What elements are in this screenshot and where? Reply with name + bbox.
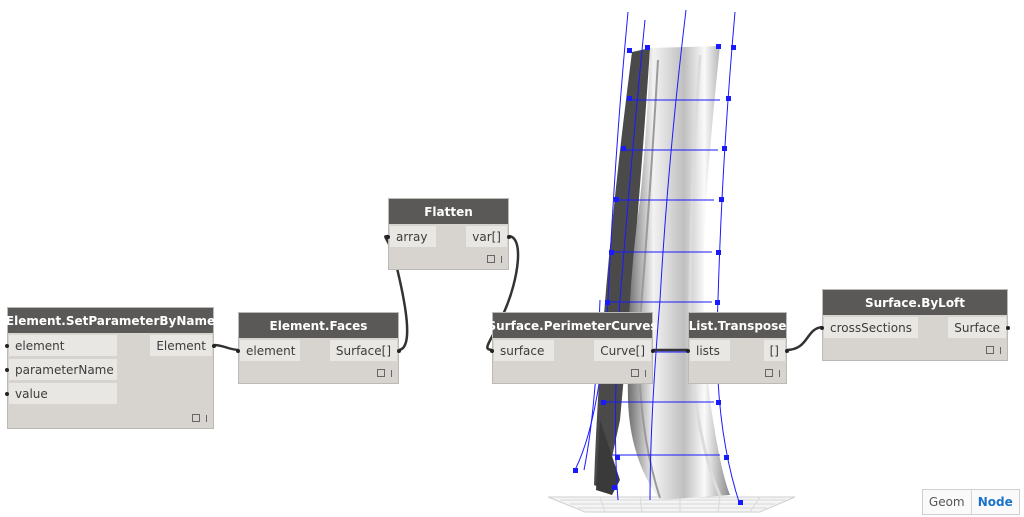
output-port-curve-list[interactable]: Curve[] — [594, 340, 651, 361]
input-port-array[interactable]: array — [390, 226, 436, 247]
info-icon — [1000, 346, 1001, 354]
node-list-transpose[interactable]: List.Transpose lists [] — [686, 312, 789, 384]
node-footer — [377, 369, 392, 377]
input-connector[interactable] — [820, 326, 824, 330]
wire-transpose-byloft — [785, 325, 825, 352]
input-connector[interactable] — [5, 344, 9, 348]
preview-toggle-icon[interactable] — [377, 369, 385, 377]
output-port-surface-list[interactable]: Surface[] — [329, 340, 397, 361]
geom-view-button[interactable]: Geom — [928, 495, 965, 509]
info-icon — [391, 369, 392, 377]
perimeter-curves — [574, 9, 741, 506]
input-connector[interactable] — [686, 349, 690, 353]
input-connector[interactable] — [236, 349, 240, 353]
info-icon — [501, 255, 502, 263]
output-port-var-list[interactable]: var[] — [466, 226, 507, 247]
node-title: Surface.PerimeterCurves — [488, 313, 658, 338]
preview-toggle-icon[interactable] — [986, 346, 994, 354]
node-surface-perimetercurves[interactable]: Surface.PerimeterCurves surface Curve[] — [488, 312, 658, 384]
info-icon — [779, 369, 780, 377]
input-connector[interactable] — [490, 349, 494, 353]
output-connector[interactable] — [212, 344, 216, 348]
input-port-crosssections[interactable]: crossSections — [824, 317, 918, 338]
node-footer — [986, 346, 1001, 354]
preview-toggle-icon[interactable] — [192, 414, 200, 422]
node-footer — [192, 414, 207, 422]
output-connector[interactable] — [507, 235, 511, 239]
input-port-lists[interactable]: lists — [690, 340, 730, 361]
preview-toggle-icon[interactable] — [631, 369, 639, 377]
node-footer — [765, 369, 780, 377]
node-title: Element.Faces — [239, 313, 398, 338]
input-port-surface[interactable]: surface — [494, 340, 554, 361]
output-connector[interactable] — [397, 349, 401, 353]
node-footer — [631, 369, 646, 377]
preview-toggle-icon[interactable] — [487, 255, 495, 263]
output-port-list[interactable]: [] — [763, 340, 785, 361]
output-port-element[interactable]: Element — [150, 335, 212, 356]
info-icon — [206, 414, 207, 422]
node-flatten[interactable]: Flatten array var[] — [386, 198, 511, 270]
preview-toggle-icon[interactable] — [765, 369, 773, 377]
node-view-button[interactable]: Node — [970, 490, 1020, 514]
input-connector[interactable] — [5, 392, 9, 396]
output-connector[interactable] — [1006, 326, 1010, 330]
node-title: List.Transpose — [689, 313, 786, 338]
ground-grid — [547, 496, 796, 513]
node-title: Element.SetParameterByName — [6, 308, 215, 333]
input-port-parametername[interactable]: parameterName — [9, 359, 117, 380]
output-connector[interactable] — [651, 349, 655, 353]
wire-flatten-perimeter — [486, 234, 520, 352]
info-icon — [645, 369, 646, 377]
node-title: Flatten — [389, 199, 508, 224]
output-port-surface[interactable]: Surface — [948, 317, 1006, 338]
output-connector[interactable] — [785, 349, 789, 353]
node-title: Surface.ByLoft — [823, 290, 1007, 315]
node-footer — [487, 255, 502, 263]
node-surface-byloft[interactable]: Surface.ByLoft crossSections Surface — [820, 289, 1010, 361]
node-element-faces[interactable]: Element.Faces element Surface[] — [236, 312, 401, 384]
node-setparameterbyname[interactable]: Element.SetParameterByName element param… — [5, 307, 216, 429]
input-port-element[interactable]: element — [9, 335, 117, 356]
input-port-value[interactable]: value — [9, 383, 117, 404]
input-port-element[interactable]: element — [240, 340, 300, 361]
input-connector[interactable] — [5, 368, 9, 372]
view-mode-toggle[interactable]: Geom Node — [922, 489, 1020, 515]
input-connector[interactable] — [386, 235, 390, 239]
